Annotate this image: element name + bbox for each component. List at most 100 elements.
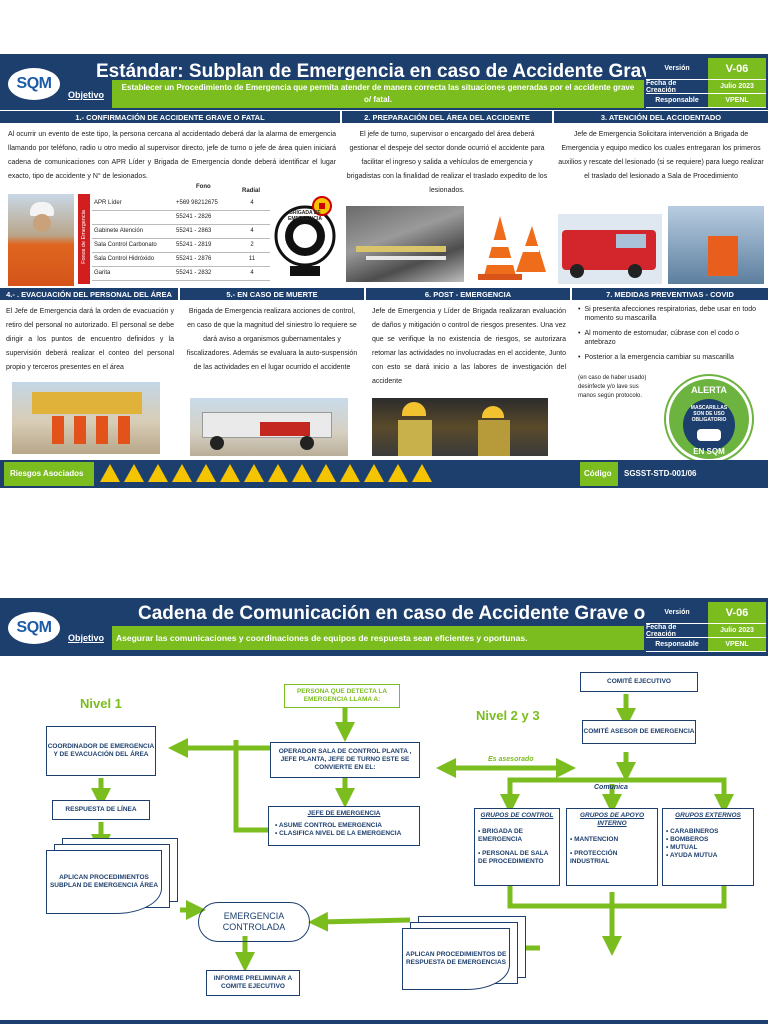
- hazard-icon: [268, 464, 288, 482]
- jefe-emergencia-title: JEFE DE EMERGENCIA: [307, 810, 381, 817]
- section-7-title: 7. MEDIDAS PREVENTIVAS - COVID: [572, 288, 768, 300]
- grupos-apoyo-item: • MANTENCION: [570, 836, 619, 843]
- covid-note: (en caso de haber usado) desinfecte y/o …: [578, 375, 647, 399]
- phones-side-label: [78, 194, 90, 284]
- phones-side-text: Fonos de Emergencia: [81, 210, 87, 264]
- hazard-icon: [100, 464, 120, 482]
- covid-bullet-list: •Si presenta afecciones respiratorias, d…: [578, 305, 764, 362]
- grupos-externos-item: • BOMBEROS: [666, 836, 709, 843]
- meta-version-label: Versión: [646, 602, 708, 624]
- hazard-icon: [220, 464, 240, 482]
- section-5-text: Brigada de Emergencia realizara acciones…: [186, 308, 358, 371]
- hazard-icon: [316, 464, 336, 482]
- photo-fire-truck: [558, 214, 662, 284]
- hazard-icon: [412, 464, 432, 482]
- grupos-apoyo-box: GRUPOS DE APOYO INTERNO • MANTENCION • P…: [566, 808, 658, 886]
- grupos-control-item: • BRIGADA DE EMERGENCIA: [478, 828, 524, 843]
- photo-evacuation: [12, 382, 160, 454]
- hazard-icon: [388, 464, 408, 482]
- section-6-title: 6. POST - EMERGENCIA: [366, 288, 570, 300]
- alerta-mid: MASCARILLAS SON DE USO OBLIGATORIO: [690, 405, 728, 423]
- traffic-cones: [470, 206, 550, 282]
- bottom-meta-panel: Versión V-06 Fecha de Creación Julio 202…: [646, 602, 766, 652]
- meta-responsable-value: VPENL: [708, 638, 766, 652]
- brigada-logo: [272, 194, 338, 282]
- hazard-icon: [340, 464, 360, 482]
- photo-worker-phone: [8, 194, 74, 286]
- comite-asesor-box: COMITÉ ASESOR DE EMERGENCIA: [582, 720, 696, 744]
- grupos-externos-box: GRUPOS EXTERNOS • CARABINEROS • BOMBEROS…: [662, 808, 754, 886]
- riesgos-label: Riesgos Asociados: [10, 469, 84, 478]
- nivel-1-label: Nivel 1: [80, 696, 122, 711]
- respuesta-linea-box: RESPUESTA DE LÍNEA: [52, 800, 150, 820]
- hazard-icon: [292, 464, 312, 482]
- grupos-externos-title: GRUPOS EXTERNOS: [675, 812, 741, 819]
- meta-responsable-label: Responsable: [646, 94, 708, 108]
- section-1-text: Al ocurrir un evento de este tipo, la pe…: [8, 131, 336, 180]
- photo-rescue: [668, 206, 764, 284]
- alerta-bot: EN SQM: [693, 447, 725, 456]
- bottom-objective-label: Objetivo: [68, 633, 105, 643]
- photo-firefighters: [372, 398, 548, 456]
- objective-text: Establecer un Procedimiento de Emergenci…: [121, 83, 635, 104]
- hazard-icon: [364, 464, 384, 482]
- hazard-icons: [100, 464, 450, 486]
- informe-box: INFORME PRELIMINAR A COMITE EJECUTIVO: [206, 970, 300, 996]
- grupos-apoyo-item: • PROTECCIÓN INDUSTRIAL: [570, 850, 618, 865]
- emergencia-controlada-box: EMERGENCIA CONTROLADA: [198, 902, 310, 942]
- meta-version-value: V-06: [708, 58, 766, 80]
- page-title: Estándar: Subplan de Emergencia en caso …: [96, 61, 729, 82]
- hazard-icon: [196, 464, 216, 482]
- aplican-area-box: APLICAN PROCEDIMIENTOS SUBPLAN DE EMERGE…: [46, 850, 162, 914]
- codigo-label: Código: [584, 469, 612, 478]
- comite-ejecutivo-box: COMITÉ EJECUTIVO: [580, 672, 698, 692]
- es-asesorado-label: Es asesorado: [488, 756, 534, 763]
- meta-responsable-label: Responsable: [646, 638, 708, 652]
- meta-date-value: Julio 2023: [708, 624, 766, 638]
- objective-bar: [112, 80, 644, 108]
- codigo-label-box: [580, 462, 618, 486]
- bottom-objective-text: Asegurar las comunicaciones y coordinaci…: [116, 633, 528, 643]
- section-3-text: Jefe de Emergencia Solicitara intervenci…: [558, 131, 764, 180]
- meta-responsable-value: VPENL: [708, 94, 766, 108]
- jefe-emergencia-box: JEFE DE EMERGENCIA • ASUME CONTROL EMERG…: [268, 806, 420, 846]
- alerta-badge: ALERTA MASCARILLAS SON DE USO OBLIGATORI…: [666, 376, 752, 462]
- meta-date-label: Fecha de Creación: [646, 624, 708, 638]
- grupos-externos-item: • CARABINEROS: [666, 828, 719, 835]
- objective-label: Objetivo: [68, 90, 105, 100]
- flow-connectors: [91, 694, 734, 972]
- section-5-title: 5.- EN CASO DE MUERTE: [180, 288, 364, 300]
- section-4-text: El Jefe de Emergencia dará la orden de e…: [6, 308, 174, 371]
- grupos-control-item: • PERSONAL DE SALA DE PROCEDIMIENTO: [478, 850, 549, 865]
- hazard-icon: [172, 464, 192, 482]
- grupos-control-box: GRUPOS DE CONTROL • BRIGADA DE EMERGENCI…: [474, 808, 560, 886]
- jefe-bullet: • CLASIFICA NIVEL DE LA EMERGENCIA: [275, 830, 402, 837]
- hazard-icon: [124, 464, 144, 482]
- table-row: 55241 - 2826: [92, 210, 270, 225]
- section-2-title: 2. PREPARACIÓN DEL ÁREA DEL ACCIDENTE: [342, 111, 552, 123]
- codigo-value: SGSST-STD-001/06: [624, 469, 697, 478]
- bottom-footer-strip: [0, 1020, 768, 1024]
- covid-bullet: •Al momento de estornudar, cúbrase con e…: [578, 330, 739, 346]
- brigada-logo-text: BRIGADA DE EMERGENCIA: [288, 210, 322, 222]
- covid-bullet: •Posterior a la emergencia cambiar su ma…: [578, 354, 734, 361]
- grupos-apoyo-title: GRUPOS DE APOYO INTERNO: [579, 812, 645, 827]
- section-4-title: 4.- . EVACUACIÓN DEL PERSONAL DEL ÁREA: [0, 288, 178, 300]
- meta-version-label: Versión: [646, 58, 708, 80]
- bottom-title: Cadena de Comunicación en caso de Accide…: [138, 603, 695, 624]
- jefe-bullet: • ASUME CONTROL EMERGENCIA: [275, 822, 383, 829]
- grupos-control-title: GRUPOS DE CONTROL: [480, 812, 554, 819]
- hazard-icon: [148, 464, 168, 482]
- operador-box: OPERADOR SALA DE CONTROL PLANTA , JEFE P…: [270, 742, 420, 778]
- aplican-respuesta-box: APLICAN PROCEDIMIENTOS DE RESPUESTA DE E…: [402, 928, 510, 990]
- grupos-externos-item: • AYUDA MUTUA: [666, 852, 718, 859]
- alerta-inner: [683, 399, 735, 451]
- phones-col-fono: Fono: [196, 184, 211, 190]
- comunica-label: Comunica: [594, 784, 628, 791]
- hazard-icon: [244, 464, 264, 482]
